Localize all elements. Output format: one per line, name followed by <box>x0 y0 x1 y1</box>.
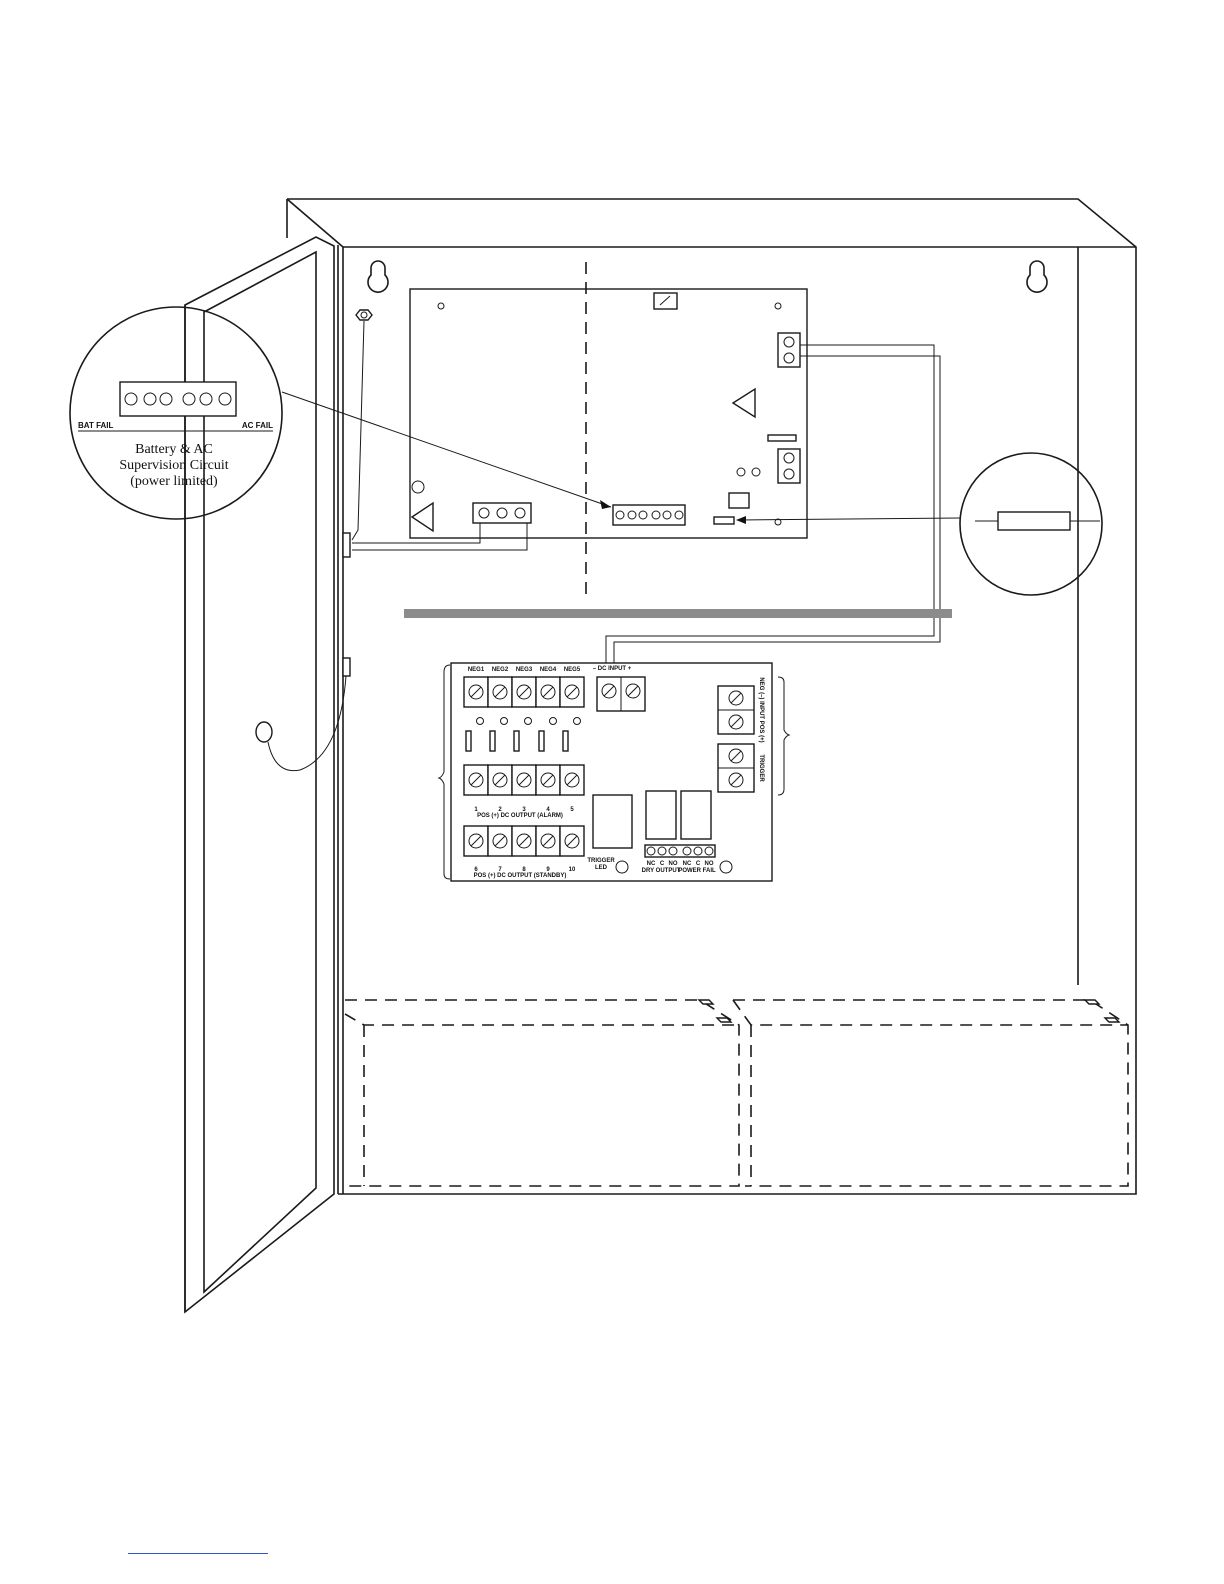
dc-input-label: – DC INPUT + <box>593 666 632 672</box>
mounting-shelf <box>404 609 952 618</box>
battery-left <box>345 1000 739 1186</box>
relay-power-fail <box>681 791 711 839</box>
output-fuse-icon <box>563 731 568 751</box>
output-fuse-icon <box>490 731 495 751</box>
callout-caption-line3: (power limited) <box>130 474 218 489</box>
relay-component <box>729 493 749 508</box>
callout-caption-line2: Supervision Circuit <box>119 458 228 473</box>
trigger-label: TRIGGER <box>758 754 764 782</box>
cam-lock-icon <box>256 722 272 742</box>
output-fuse-icon <box>466 731 471 751</box>
output-fuse-icon <box>539 731 544 751</box>
contact-label: NC <box>683 861 692 867</box>
contact-label: C <box>660 861 665 867</box>
trigger-relay <box>593 795 632 848</box>
power-fail-label: POWER FAIL <box>678 868 716 874</box>
standby-terminal-label: 10 <box>569 867 576 873</box>
ac-fail-label: AC FAIL <box>242 421 273 430</box>
neg-terminal-label: NEG1 <box>468 667 485 673</box>
bat-fail-label: BAT FAIL <box>78 421 114 430</box>
contact-label: NO <box>705 861 714 867</box>
neg-terminal-label: NEG5 <box>564 667 581 673</box>
neg-terminal-label: NEG3 <box>516 667 533 673</box>
fuse-icon <box>998 512 1070 530</box>
contact-label: NO <box>669 861 678 867</box>
ground-stud <box>352 310 372 540</box>
neg-terminal-label: NEG4 <box>540 667 557 673</box>
keyhole-slot-right <box>1027 261 1047 292</box>
battery-terminal <box>778 449 800 483</box>
relay-dry-output <box>646 791 676 839</box>
footer-link-underline[interactable] <box>128 1553 268 1554</box>
trigger-led-label-2: LED <box>595 865 608 871</box>
output-fuse-icon <box>514 731 519 751</box>
trigger-led-label-1: TRIGGER <box>587 858 615 864</box>
fuse-component <box>714 517 734 524</box>
dc-output-terminal <box>778 333 800 367</box>
dry-output-label: DRY OUTPUT <box>642 868 681 874</box>
door-hinge-top <box>343 533 350 557</box>
contact-label: C <box>696 861 701 867</box>
input-label: NEG (–) INPUT POS (+) <box>758 677 764 742</box>
callout-caption-line1: Battery & AC <box>135 442 213 457</box>
door-hinge-bottom <box>343 658 350 676</box>
standby-output-label: POS (+) DC OUTPUT (STANDBY) <box>474 873 567 879</box>
neg-terminal-label: NEG2 <box>492 667 509 673</box>
power-supply-board <box>410 262 807 602</box>
ac-input-terminal <box>473 503 531 523</box>
keyhole-slot-left <box>368 261 388 292</box>
voltage-select-icon <box>654 293 677 309</box>
battery-right <box>733 1000 1128 1186</box>
contact-label: NC <box>647 861 656 867</box>
alarm-output-label: POS (+) DC OUTPUT (ALARM) <box>477 813 563 819</box>
